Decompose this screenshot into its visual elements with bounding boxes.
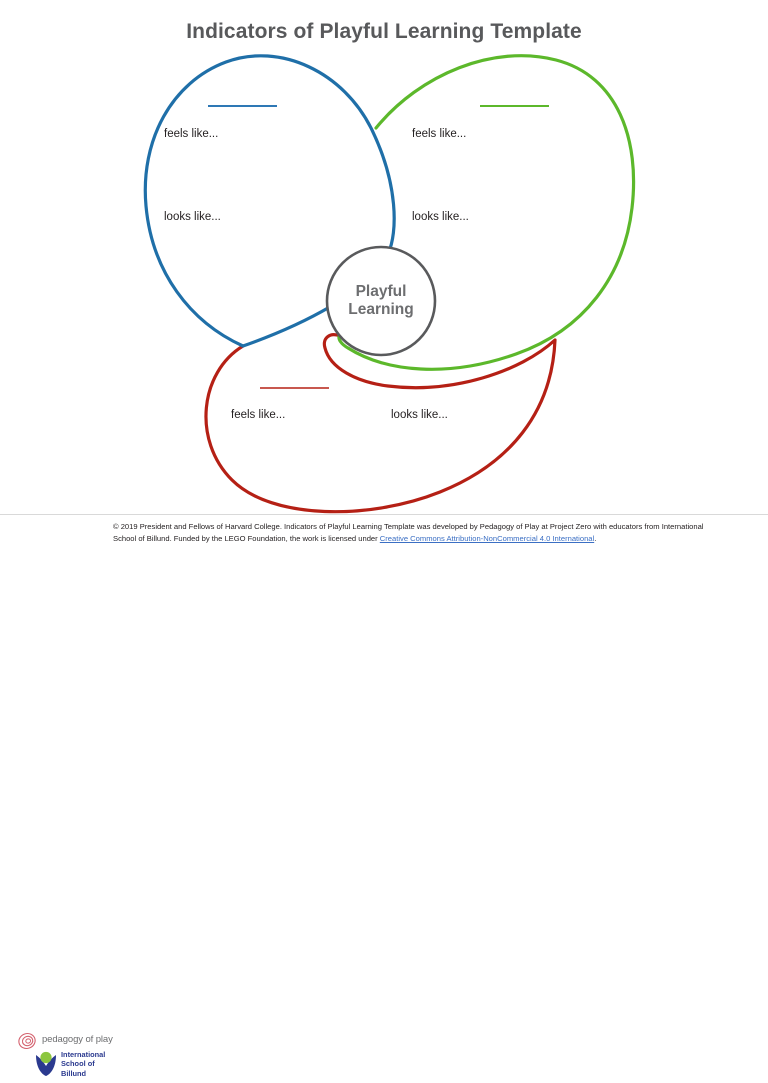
petal-red-feels-like-label: feels like... — [231, 409, 286, 421]
logo-pedagogy-of-play-text: pedagogy of play — [42, 1034, 113, 1045]
logo-isb-line3: Billund — [61, 1068, 87, 1078]
page-title: Indicators of Playful Learning Template — [186, 20, 582, 43]
petal-green-looks-like-label: looks like... — [412, 211, 469, 223]
logo-pedagogy-of-play: pedagogy of play — [16, 1032, 113, 1050]
spiral-icon — [18, 1032, 36, 1050]
petal-green-feels-like-label: feels like... — [412, 128, 467, 140]
petal-green-shape[interactable] — [337, 54, 636, 371]
center-label-line1: Playful — [355, 283, 407, 300]
center-circle[interactable] — [325, 245, 437, 357]
copyright-text: © 2019 President and Fellows of Harvard … — [113, 521, 713, 545]
petal-red-looks-like-label: looks like... — [391, 409, 448, 421]
copyright-body: © 2019 President and Fellows of Harvard … — [113, 522, 704, 543]
logo-international-school-of-billund: International School of Billund — [33, 1050, 113, 1080]
copyright-period: . — [594, 533, 597, 543]
footer-divider — [0, 514, 768, 515]
petal-red-shape[interactable] — [204, 333, 557, 514]
logo-isb-line2: School of — [61, 1059, 95, 1069]
vase-leaf-icon — [36, 1051, 56, 1076]
footer: pedagogy of play International School of… — [0, 514, 768, 1078]
playful-learning-diagram: feels like... looks like... feels like..… — [0, 0, 768, 520]
petal-blue-feels-like-label: feels like... — [164, 128, 219, 140]
petal-blue-looks-like-label: looks like... — [164, 211, 221, 223]
logo-isb-line1: International — [61, 1050, 106, 1059]
logo-isb-text-block: International School of Billund — [61, 1050, 105, 1078]
center-label-line2: Learning — [348, 300, 414, 318]
license-link[interactable]: Creative Commons Attribution-NonCommerci… — [379, 533, 595, 543]
